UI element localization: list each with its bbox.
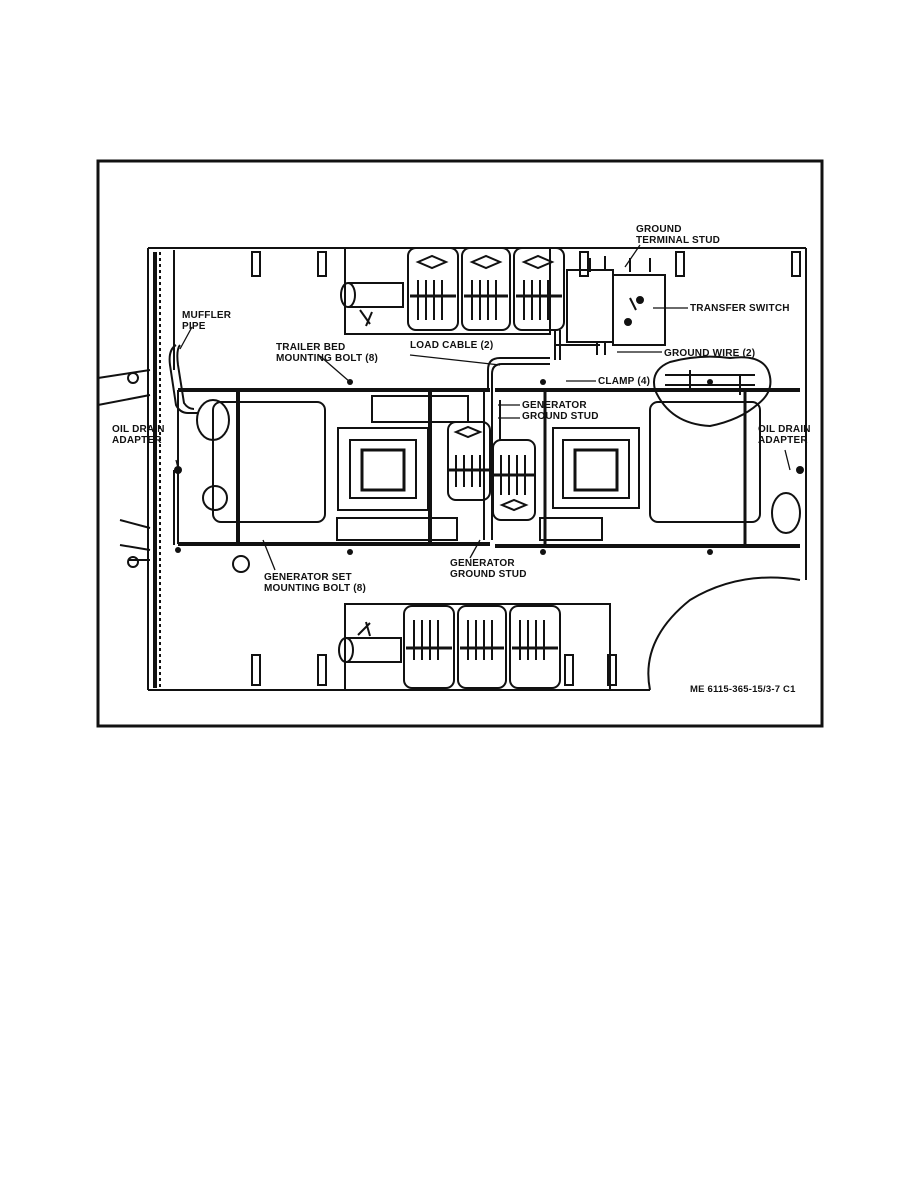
label-oil-drain-adapter-right: OIL DRAIN ADAPTER: [758, 424, 811, 446]
label-generator-ground-stud-lower: GENERATOR GROUND STUD: [450, 558, 527, 580]
spare-wheel-hub: [232, 555, 250, 573]
label-generator-ground-stud-upper: GENERATOR GROUND STUD: [522, 400, 599, 422]
generator-frames: [177, 388, 801, 548]
center-fuel-cans: [447, 421, 536, 521]
leader-lines: [175, 244, 791, 571]
label-ground-wire: GROUND WIRE (2): [664, 348, 756, 359]
label-load-cable: LOAD CABLE (2): [410, 340, 494, 351]
label-oil-drain-adapter-left: OIL DRAIN ADAPTER: [112, 424, 165, 446]
label-transfer-switch: TRANSFER SWITCH: [690, 303, 790, 314]
transfer-switch: [566, 256, 666, 346]
figure-frame: [96, 159, 824, 728]
upper-fuel-rack: [340, 247, 565, 335]
figure-id: ME 6115-365-15/3-7 C1: [690, 684, 796, 695]
pipes-and-cables: [168, 330, 606, 414]
label-ground-terminal-stud: GROUND TERMINAL STUD: [636, 224, 721, 246]
label-trailer-bed-mounting-bolt: TRAILER BED MOUNTING BOLT (8): [276, 342, 379, 364]
trailer-bed: [97, 247, 807, 691]
lower-fuel-rack: [338, 603, 611, 691]
label-muffler-pipe: MUFFLER PIPE: [182, 310, 232, 332]
label-clamp: CLAMP (4): [598, 376, 651, 387]
lower-right-cutaway: [647, 576, 801, 691]
label-generator-set-mounting-bolt: GENERATOR SET MOUNTING BOLT (8): [264, 572, 367, 594]
